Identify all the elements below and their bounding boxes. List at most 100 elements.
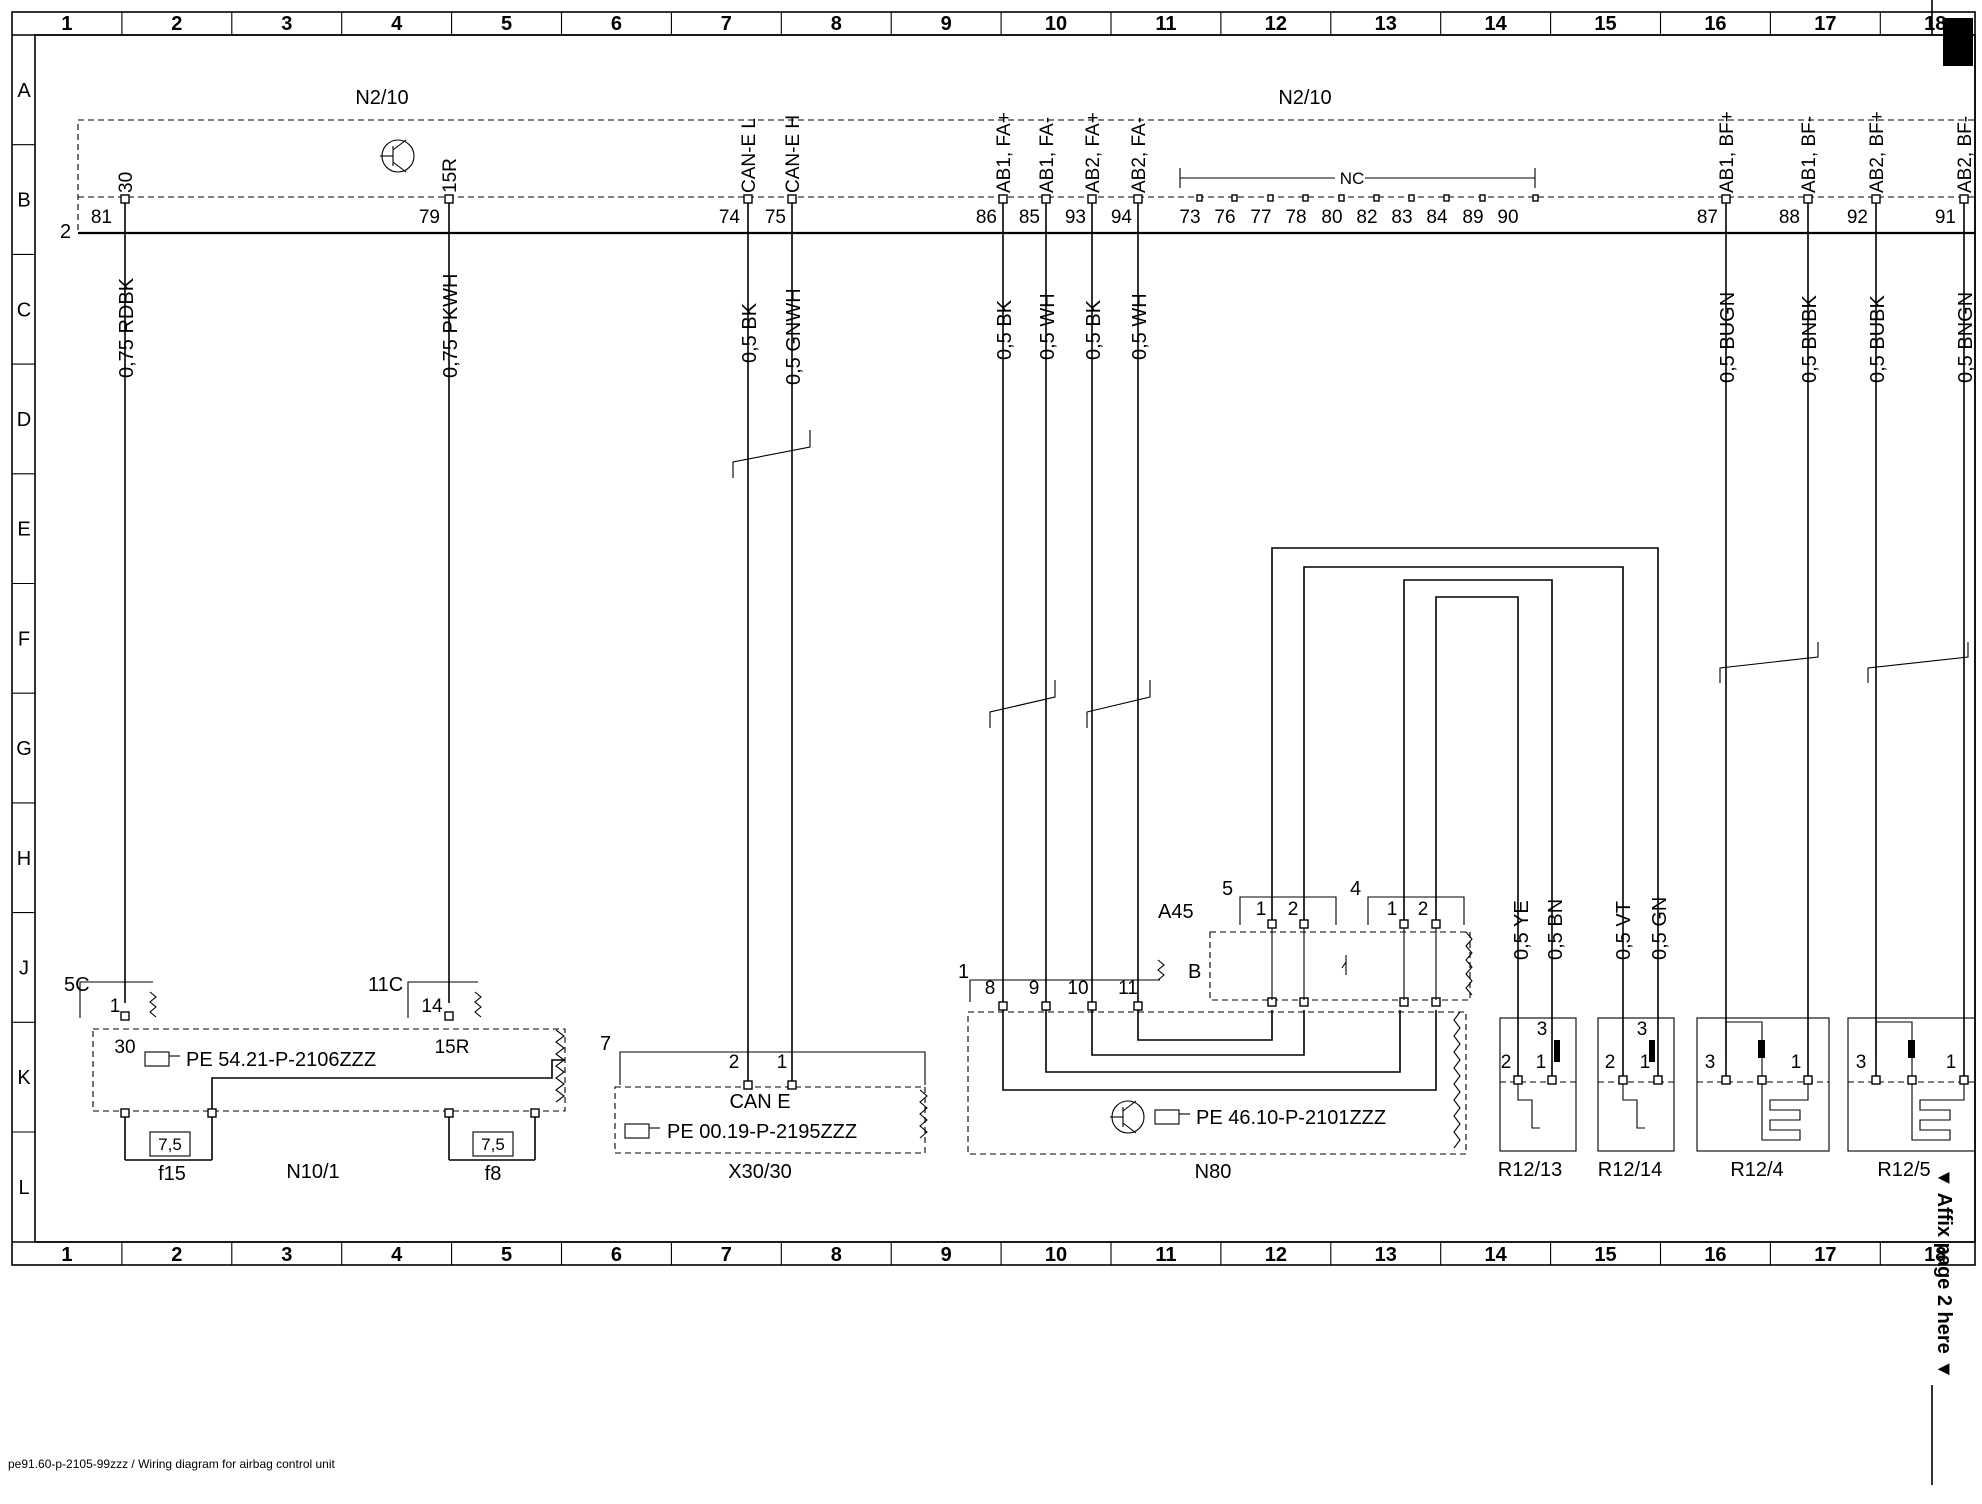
affix-note: ▼ Affix page 2 here ▼ bbox=[1933, 1168, 1955, 1379]
svg-text:0,5 GN: 0,5 GN bbox=[1649, 897, 1671, 960]
svg-text:0,5 BUBK: 0,5 BUBK bbox=[1867, 295, 1889, 383]
wire-pin-81: 81 30 0,75 RDBK bbox=[91, 172, 138, 1003]
svg-text:AB2, FA-: AB2, FA- bbox=[1129, 117, 1150, 193]
control-unit-label-right: N2/10 bbox=[1278, 87, 1331, 109]
svg-text:14: 14 bbox=[421, 996, 443, 1017]
resistor-r12-14: 2 3 1 R12/14 bbox=[1597, 1017, 1675, 1181]
svg-text:PE 00.19-P-2195ZZZ: PE 00.19-P-2195ZZZ bbox=[667, 1121, 857, 1143]
svg-text:f15: f15 bbox=[158, 1163, 186, 1185]
svg-text:2: 2 bbox=[1418, 899, 1429, 920]
nc-pin: 84 bbox=[1426, 194, 1450, 228]
svg-text:73: 73 bbox=[1179, 207, 1200, 228]
column-label: 4 bbox=[391, 1244, 403, 1266]
twisted-pair-markers bbox=[732, 430, 1969, 728]
transistor-icon bbox=[1110, 1100, 1145, 1134]
column-label: 13 bbox=[1375, 13, 1397, 35]
svg-text:84: 84 bbox=[1426, 207, 1448, 228]
column-label: 1 bbox=[61, 13, 72, 35]
column-label: 18 bbox=[1924, 13, 1946, 35]
nc-pin: 78 bbox=[1285, 194, 1309, 228]
svg-text:80: 80 bbox=[1321, 207, 1342, 228]
svg-text:86: 86 bbox=[976, 207, 997, 228]
svg-text:0,5 BK: 0,5 BK bbox=[994, 299, 1016, 360]
column-label: 6 bbox=[611, 13, 622, 35]
pointing-hand-icon bbox=[624, 1123, 660, 1139]
svg-text:2: 2 bbox=[1288, 899, 1299, 920]
resistor-r12-5: 3 1 R12/5 bbox=[1847, 1017, 1976, 1181]
wire-pin-85: 85 AB1, FA- 0,5 WH bbox=[1019, 117, 1059, 1002]
nc-pin: 82 bbox=[1356, 194, 1380, 228]
svg-text:3: 3 bbox=[1705, 1052, 1716, 1073]
column-label: 3 bbox=[281, 1244, 292, 1266]
row-label: C bbox=[17, 299, 31, 321]
svg-text:AB1, BF-: AB1, BF- bbox=[1799, 116, 1820, 193]
row-label: G bbox=[16, 738, 32, 760]
svg-text:5: 5 bbox=[1222, 878, 1233, 900]
svg-text:85: 85 bbox=[1019, 207, 1040, 228]
svg-text:7,5: 7,5 bbox=[158, 1135, 182, 1154]
column-label: 17 bbox=[1814, 13, 1836, 35]
svg-text:74: 74 bbox=[719, 207, 741, 228]
nc-bracket: NC bbox=[1179, 168, 1536, 188]
svg-text:76: 76 bbox=[1214, 207, 1235, 228]
svg-text:R12/4: R12/4 bbox=[1730, 1159, 1783, 1181]
svg-text:1: 1 bbox=[1640, 1052, 1651, 1073]
svg-text:0,5 BNBK: 0,5 BNBK bbox=[1799, 295, 1821, 383]
column-label: 1 bbox=[61, 1244, 72, 1266]
svg-text:AB1, FA-: AB1, FA- bbox=[1037, 117, 1058, 193]
wire-pin-74: 74 CAN-E L 0,5 BK bbox=[719, 118, 761, 1085]
svg-text:f8: f8 bbox=[485, 1163, 502, 1185]
sheet-frame bbox=[11, 0, 1976, 1485]
svg-text:AB2, FA+: AB2, FA+ bbox=[1083, 112, 1104, 193]
svg-text:5C: 5C bbox=[64, 974, 90, 996]
svg-text:1: 1 bbox=[1256, 899, 1267, 920]
svg-text:A45: A45 bbox=[1158, 901, 1194, 923]
svg-text:0,5 BK: 0,5 BK bbox=[739, 302, 761, 363]
wire-pin-86: 86 AB1, FA+ 0,5 BK bbox=[976, 112, 1016, 1002]
svg-text:0,5 WH: 0,5 WH bbox=[1037, 293, 1059, 360]
svg-text:AB2, BF-: AB2, BF- bbox=[1955, 116, 1976, 193]
nc-pins: 73 76 77 78 80 82 83 84 89 90 bbox=[1179, 194, 1539, 228]
svg-text:7,5: 7,5 bbox=[481, 1135, 505, 1154]
svg-text:1: 1 bbox=[958, 961, 969, 983]
column-label: 14 bbox=[1485, 1244, 1508, 1266]
wire-pin-75: 75 CAN-E H 0,5 GNWH bbox=[765, 115, 805, 1085]
column-label: 11 bbox=[1155, 13, 1176, 35]
svg-text:75: 75 bbox=[765, 207, 786, 228]
column-label: 12 bbox=[1265, 13, 1287, 35]
wire-pin-91: 91 AB2, BF- 0,5 BNGN bbox=[1935, 116, 1977, 1078]
transistor-icon bbox=[380, 139, 415, 173]
svg-text:N10/1: N10/1 bbox=[286, 1161, 339, 1183]
control-unit-label-left: N2/10 bbox=[355, 87, 408, 109]
nc-pin: 80 bbox=[1321, 194, 1345, 228]
column-grid-ticks: 1122334455667788991010111112121313141415… bbox=[61, 12, 1946, 1266]
column-label: 2 bbox=[171, 1244, 182, 1266]
column-label: 9 bbox=[941, 13, 952, 35]
svg-text:90: 90 bbox=[1497, 207, 1518, 228]
svg-text:1: 1 bbox=[110, 996, 121, 1017]
column-label: 2 bbox=[171, 13, 182, 35]
svg-text:0,75 RDBK: 0,75 RDBK bbox=[116, 277, 138, 378]
svg-text:30: 30 bbox=[116, 172, 137, 193]
row-label: D bbox=[17, 409, 31, 431]
svg-text:15R: 15R bbox=[440, 158, 461, 193]
column-label: 8 bbox=[831, 1244, 842, 1266]
column-label: 11 bbox=[1155, 1244, 1176, 1266]
svg-text:8: 8 bbox=[985, 978, 996, 999]
svg-text:PE 46.10-P-2101ZZZ: PE 46.10-P-2101ZZZ bbox=[1196, 1107, 1386, 1129]
svg-text:15R: 15R bbox=[435, 1037, 470, 1058]
column-label: 5 bbox=[501, 1244, 512, 1266]
column-label: 10 bbox=[1045, 13, 1067, 35]
wire-pin-87: 87 AB1, BF+ 0,5 BUGN bbox=[1697, 111, 1739, 1078]
svg-text:4: 4 bbox=[1350, 878, 1361, 900]
row-label: J bbox=[19, 957, 29, 979]
svg-text:87: 87 bbox=[1697, 207, 1718, 228]
resistor-r12-4: 3 1 R12/4 bbox=[1696, 1017, 1830, 1181]
svg-text:3: 3 bbox=[1537, 1019, 1548, 1040]
svg-text:N80: N80 bbox=[1195, 1161, 1232, 1183]
resistor-r12-13: 2 3 1 R12/13 bbox=[1498, 1017, 1577, 1181]
column-label: 18 bbox=[1924, 1244, 1946, 1266]
column-label: 14 bbox=[1485, 13, 1508, 35]
column-label: 3 bbox=[281, 13, 292, 35]
svg-text:CAN-E L: CAN-E L bbox=[739, 118, 760, 193]
